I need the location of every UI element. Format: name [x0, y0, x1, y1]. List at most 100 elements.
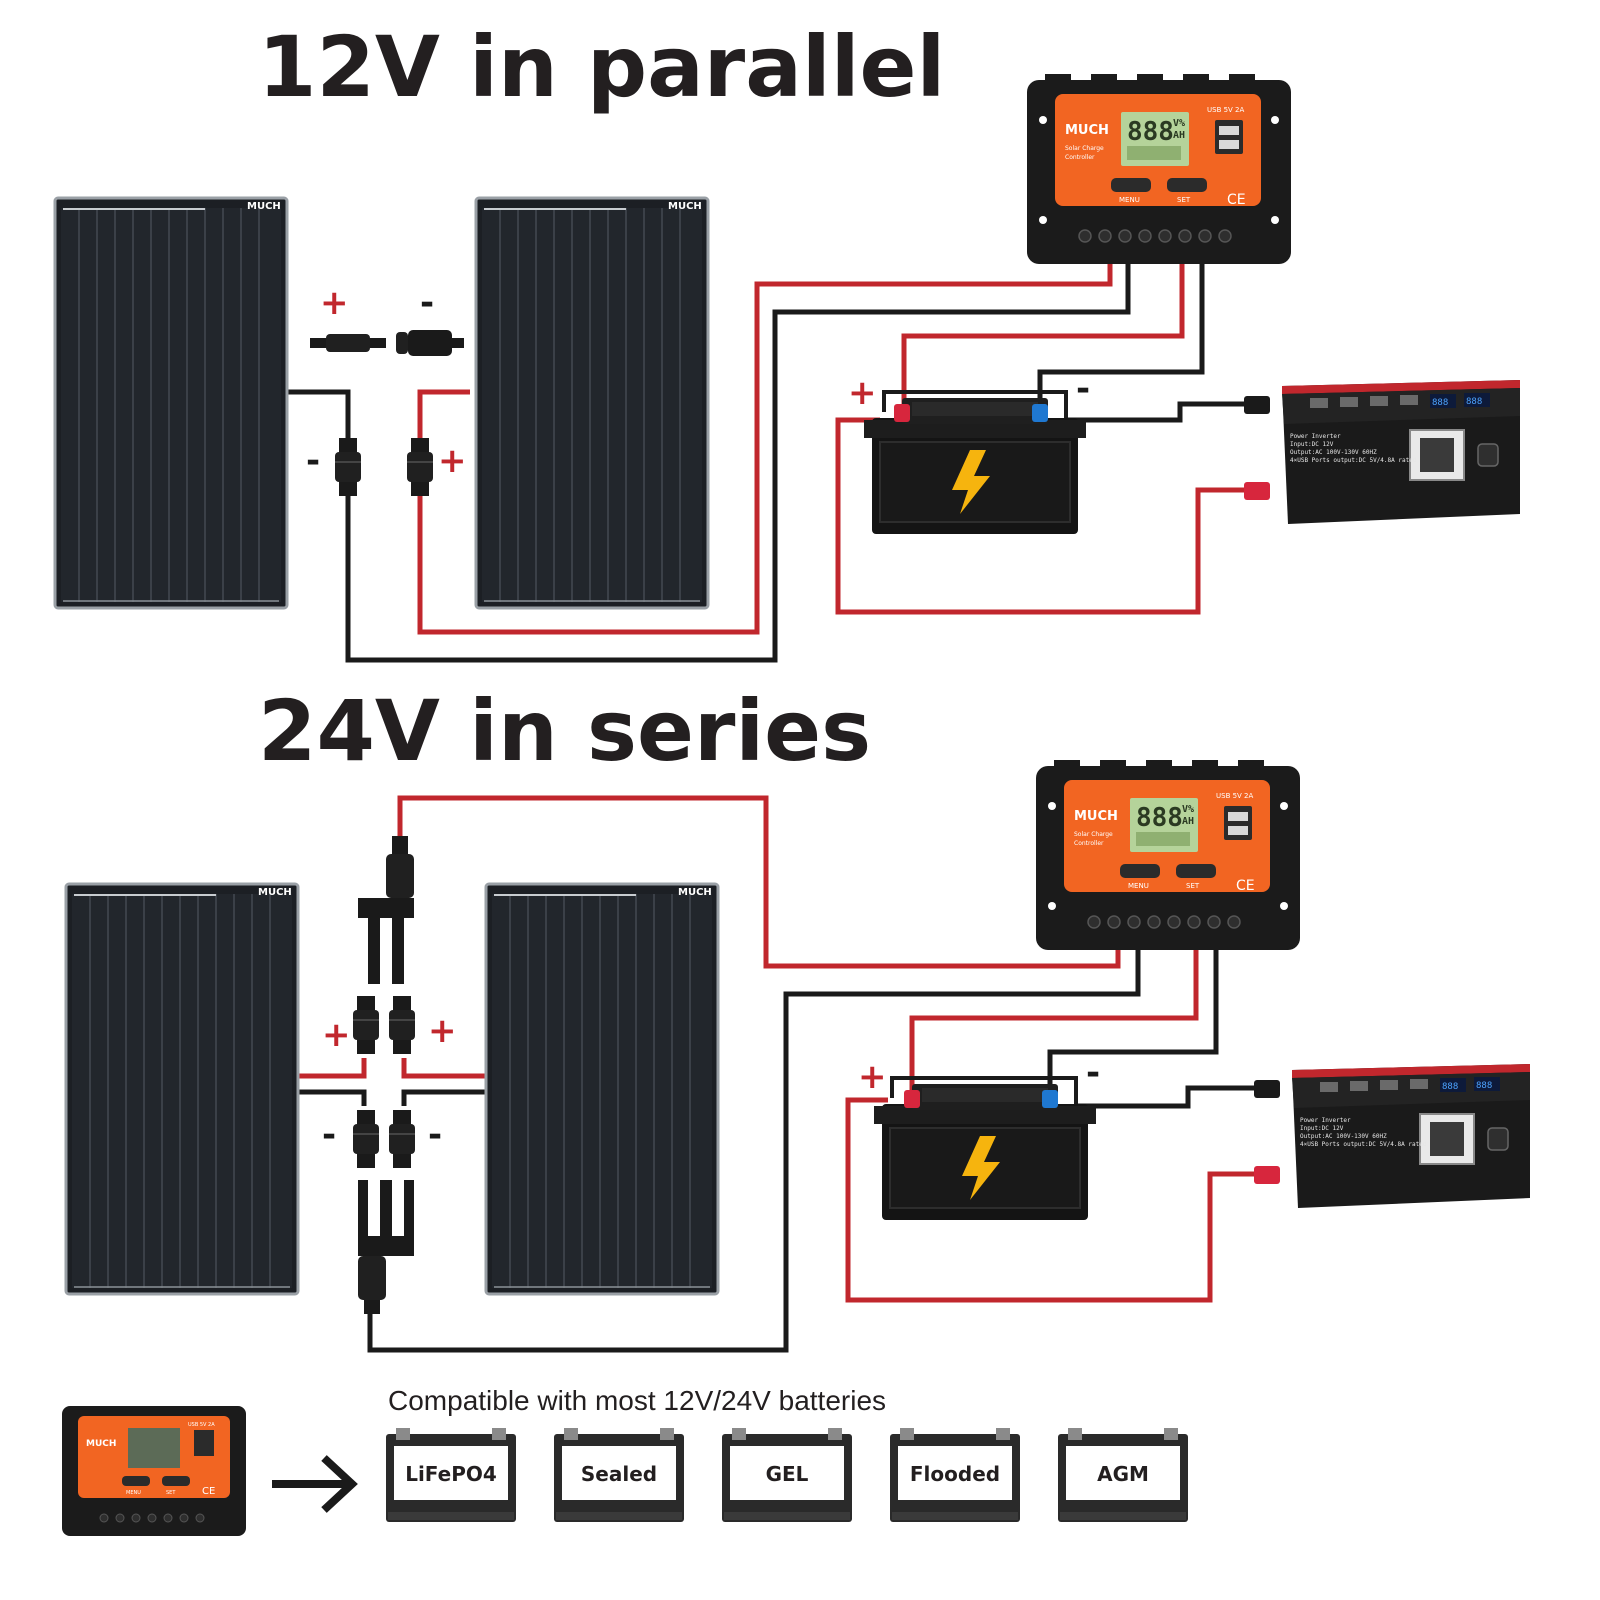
mc4-connector-icon — [388, 1109, 416, 1169]
title-parallel: 12V in parallel — [258, 18, 945, 116]
battery-type-flooded: Flooded — [890, 1428, 1020, 1522]
inverter-label-3: Output:AC 100V-130V 60HZ — [1300, 1133, 1387, 1140]
top-wiring — [288, 255, 1262, 663]
set-label: SET — [166, 1490, 176, 1496]
ce-mark: CE — [1236, 878, 1255, 894]
mc4-connector-icon — [406, 437, 434, 497]
controller-subtitle-2: Controller — [1065, 154, 1095, 161]
inverter-label-3: Output:AC 100V-130V 60HZ — [1290, 449, 1377, 456]
title-series: 24V in series — [258, 682, 871, 780]
panel-brand: MUCH — [668, 201, 702, 212]
lcd-unit-bottom: AH — [1182, 816, 1194, 827]
battery-type-gel: GEL — [722, 1428, 852, 1522]
lcd-unit-top: V% — [1182, 804, 1194, 815]
charge-controller-top: 888 V% AH MUCH Solar Charge Controller U… — [1027, 74, 1291, 264]
plus-sign: + — [322, 1015, 351, 1055]
battery-type-sealed: Sealed — [554, 1428, 684, 1522]
mc4-connector-icon — [352, 1109, 380, 1169]
controller-brand: MUCH — [1065, 123, 1109, 138]
panel-brand: MUCH — [247, 201, 281, 212]
inverter-terminal-icon — [1244, 396, 1270, 500]
inverter-display-left: 888 — [1432, 398, 1448, 408]
controller-thumbnail: MUCH USB 5V 2A MENU SET CE — [62, 1406, 246, 1536]
bottom-wiring — [298, 795, 1272, 1353]
inverter-label-4: 4×USB Ports output:DC 5V/4.8A rated — [1290, 457, 1417, 464]
plus-sign: + — [848, 373, 877, 413]
panel-brand: MUCH — [258, 887, 292, 898]
battery-type-label: Flooded — [910, 1462, 1000, 1486]
set-label: SET — [1177, 196, 1191, 204]
inverter-label-4: 4×USB Ports output:DC 5V/4.8A rated — [1300, 1141, 1427, 1148]
mc4-connector-icon — [352, 995, 380, 1055]
negative-terminal-icon — [1032, 404, 1048, 422]
plus-sign: + — [320, 283, 349, 323]
inverter-display-left: 888 — [1442, 1082, 1458, 1092]
positive-terminal-icon — [904, 1090, 920, 1108]
minus-sign: - — [306, 441, 320, 481]
solar-panel-bottom-left: MUCH — [64, 882, 300, 1296]
set-button — [1167, 178, 1207, 192]
plus-sign: + — [858, 1057, 887, 1097]
set-label: SET — [1186, 882, 1200, 890]
menu-label: MENU — [1128, 882, 1149, 890]
controller-subtitle-1: Solar Charge — [1074, 831, 1113, 838]
mc4-connector-icon — [334, 437, 362, 497]
usb-label: USB 5V 2A — [188, 1422, 215, 1428]
controller-subtitle-1: Solar Charge — [1065, 145, 1104, 152]
battery-bottom — [873, 1083, 1097, 1221]
battery-type-label: LiFePO4 — [405, 1462, 497, 1486]
minus-sign: - — [1076, 369, 1090, 409]
minus-sign: - — [322, 1115, 336, 1155]
inverter-terminal-icon — [1254, 1080, 1280, 1184]
y-branch-connector-bottom-icon — [358, 1180, 414, 1314]
lcd-unit-bottom: AH — [1173, 130, 1185, 141]
power-inverter-top: Power Inverter Input:DC 12V Output:AC 10… — [1281, 379, 1521, 525]
inverter-display-right: 888 — [1466, 397, 1482, 407]
arrow-right-icon — [272, 1455, 358, 1513]
lcd-digits: 888 — [1127, 117, 1174, 147]
menu-label: MENU — [1119, 196, 1140, 204]
lcd-digits: 888 — [1136, 803, 1183, 833]
panel-brand: MUCH — [678, 887, 712, 898]
inverter-label-2: Input:DC 12V — [1290, 441, 1334, 448]
lcd-unit-top: V% — [1173, 118, 1185, 129]
battery-top — [863, 397, 1087, 535]
mc4-connector-icon — [388, 995, 416, 1055]
inverter-label-2: Input:DC 12V — [1300, 1125, 1344, 1132]
plus-sign: + — [438, 441, 467, 481]
battery-type-label: Sealed — [581, 1462, 657, 1486]
minus-sign: - — [1086, 1053, 1100, 1093]
inverter-label-1: Power Inverter — [1300, 1117, 1351, 1124]
solar-panel-top-left: MUCH — [53, 196, 289, 610]
set-button — [1176, 864, 1216, 878]
menu-button — [1120, 864, 1160, 878]
ce-mark: CE — [202, 1486, 215, 1497]
usb-label: USB 5V 2A — [1216, 792, 1254, 800]
controller-brand: MUCH — [1074, 809, 1118, 824]
mc4-connector-female-icon — [396, 330, 464, 356]
battery-type-label: GEL — [766, 1462, 809, 1486]
solar-panel-top-right: MUCH — [474, 196, 710, 610]
controller-subtitle-2: Controller — [1074, 840, 1104, 847]
negative-terminal-icon — [1042, 1090, 1058, 1108]
mc4-connector-male-icon — [310, 334, 386, 352]
y-branch-connector-top-icon — [358, 836, 414, 984]
battery-type-lifepo4: LiFePO4 — [386, 1428, 516, 1522]
battery-type-agm: AGM — [1058, 1428, 1188, 1522]
controller-brand: MUCH — [86, 1439, 116, 1449]
solar-panel-bottom-right: MUCH — [484, 882, 720, 1296]
minus-sign: - — [420, 283, 434, 323]
ce-mark: CE — [1227, 192, 1246, 208]
charge-controller-bottom: 888 V% AH MUCH Solar Charge Controller U… — [1036, 760, 1300, 950]
menu-label: MENU — [126, 1490, 141, 1496]
usb-label: USB 5V 2A — [1207, 106, 1245, 114]
battery-type-label: AGM — [1097, 1462, 1149, 1486]
compatibility-caption: Compatible with most 12V/24V batteries — [388, 1385, 886, 1416]
inverter-label-1: Power Inverter — [1290, 433, 1341, 440]
positive-terminal-icon — [894, 404, 910, 422]
plus-sign: + — [428, 1011, 457, 1051]
minus-sign: - — [428, 1115, 442, 1155]
power-inverter-bottom: Power Inverter Input:DC 12V Output:AC 10… — [1291, 1063, 1531, 1209]
menu-button — [1111, 178, 1151, 192]
